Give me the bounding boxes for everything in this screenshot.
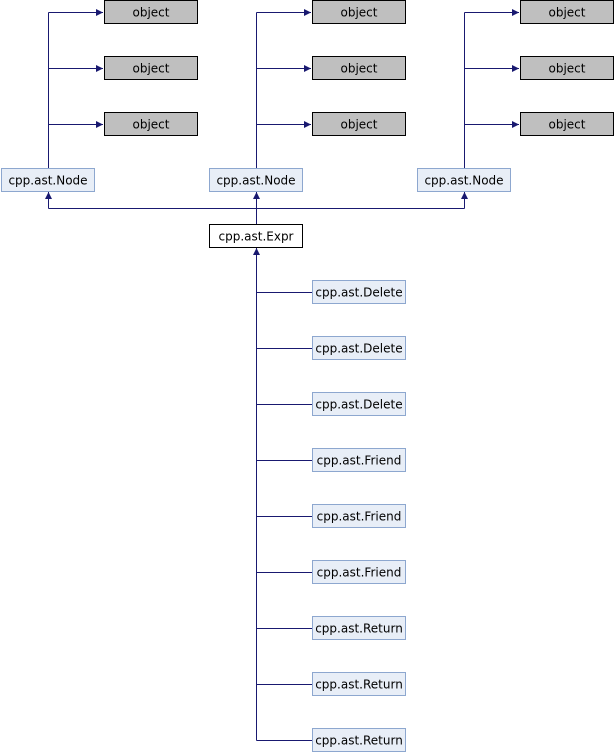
class-box (312, 112, 406, 136)
class-label: object (549, 118, 586, 132)
class-label: cpp.ast.Friend (317, 510, 402, 524)
class-label: cpp.ast.Node (8, 174, 87, 188)
class-label: cpp.ast.Node (216, 174, 295, 188)
class-node-friend3[interactable]: cpp.ast.Friend (312, 560, 406, 584)
class-label: object (549, 6, 586, 20)
class-node-obj5: object (312, 56, 406, 80)
class-node-return1[interactable]: cpp.ast.Return (312, 616, 406, 640)
class-node-node2[interactable]: cpp.ast.Node (209, 168, 303, 192)
class-label: object (341, 62, 378, 76)
class-label: object (341, 6, 378, 20)
class-label: object (549, 62, 586, 76)
class-node-obj2: object (104, 56, 198, 80)
class-box (417, 168, 511, 192)
class-label: object (341, 118, 378, 132)
class-node-return2[interactable]: cpp.ast.Return (312, 672, 406, 696)
class-box (104, 56, 198, 80)
class-node-delete1[interactable]: cpp.ast.Delete (312, 280, 406, 304)
class-label: cpp.ast.Expr (218, 230, 293, 244)
class-label: cpp.ast.Return (315, 622, 403, 636)
class-label: cpp.ast.Return (315, 678, 403, 692)
class-label: cpp.ast.Friend (317, 566, 402, 580)
class-label: cpp.ast.Friend (317, 454, 402, 468)
class-node-obj8: object (520, 56, 614, 80)
class-node-friend1[interactable]: cpp.ast.Friend (312, 448, 406, 472)
class-node-obj9: object (520, 112, 614, 136)
class-label: cpp.ast.Delete (315, 342, 402, 356)
class-label: object (133, 118, 170, 132)
class-node-friend2[interactable]: cpp.ast.Friend (312, 504, 406, 528)
class-box (312, 336, 406, 360)
class-box (209, 168, 303, 192)
edges-layer (45, 9, 519, 741)
class-node-obj6: object (312, 112, 406, 136)
class-box (312, 672, 406, 696)
class-box (209, 224, 303, 248)
class-label: object (133, 62, 170, 76)
class-node-obj4: object (312, 0, 406, 24)
class-box (312, 504, 406, 528)
class-box (104, 112, 198, 136)
class-node-obj7: object (520, 0, 614, 24)
class-node-node1[interactable]: cpp.ast.Node (1, 168, 95, 192)
class-box (312, 560, 406, 584)
class-node-delete3[interactable]: cpp.ast.Delete (312, 392, 406, 416)
class-box (312, 0, 406, 24)
class-box (312, 616, 406, 640)
class-box (312, 448, 406, 472)
class-label: cpp.ast.Node (424, 174, 503, 188)
class-node-obj3: object (104, 112, 198, 136)
class-box (312, 280, 406, 304)
class-label: object (133, 6, 170, 20)
class-node-return3[interactable]: cpp.ast.Return (312, 728, 406, 752)
class-label: cpp.ast.Delete (315, 398, 402, 412)
class-node-obj1: object (104, 0, 198, 24)
class-label: cpp.ast.Delete (315, 286, 402, 300)
class-node-delete2[interactable]: cpp.ast.Delete (312, 336, 406, 360)
class-box (1, 168, 95, 192)
class-box (104, 0, 198, 24)
class-box (312, 392, 406, 416)
class-node-expr[interactable]: cpp.ast.Expr (209, 224, 303, 248)
class-node-node3[interactable]: cpp.ast.Node (417, 168, 511, 192)
class-label: cpp.ast.Return (315, 734, 403, 748)
class-box (312, 56, 406, 80)
